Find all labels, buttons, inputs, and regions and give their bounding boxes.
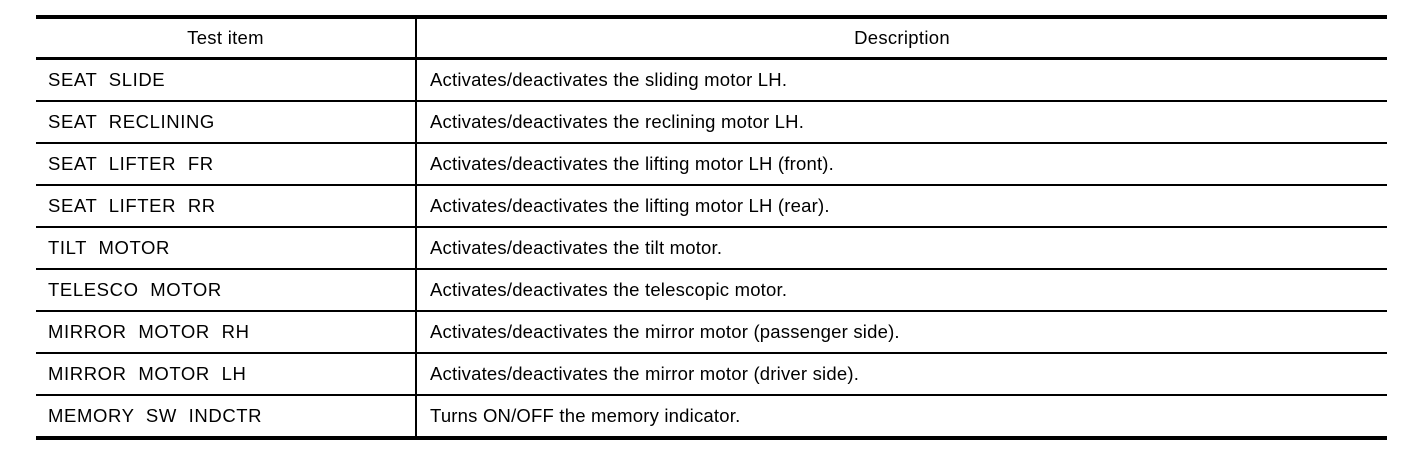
- table-row: MIRROR MOTOR LH Activates/deactivates th…: [36, 353, 1387, 396]
- table-row: TELESCO MOTOR Activates/deactivates the …: [36, 269, 1387, 312]
- table-row: SEAT SLIDE Activates/deactivates the sli…: [36, 58, 1387, 102]
- description-cell: Activates/deactivates the mirror motor (…: [416, 353, 1387, 396]
- table-row: SEAT RECLINING Activates/deactivates the…: [36, 101, 1387, 144]
- test-item-cell: SEAT RECLINING: [36, 101, 417, 144]
- table-header-row: Test item Description: [36, 17, 1387, 60]
- description-cell: Turns ON/OFF the memory indicator.: [430, 405, 741, 426]
- description-cell: Activates/deactivates the tilt motor.: [416, 227, 1387, 270]
- test-item-cell: MIRROR MOTOR LH: [36, 353, 417, 396]
- test-item-cell: SEAT LIFTER FR: [36, 143, 417, 186]
- test-item-cell: TELESCO MOTOR: [36, 269, 417, 312]
- table-row: SEAT LIFTER FR Activates/deactivates the…: [36, 143, 1387, 186]
- test-items-table: Test item Description SEAT SLIDE Activat…: [36, 15, 1387, 440]
- description-cell: Activates/deactivates the sliding motor …: [416, 58, 1387, 102]
- column-header-description: Description: [416, 17, 1387, 60]
- description-cell: Activates/deactivates the mirror motor (…: [416, 311, 1387, 354]
- test-item-cell: MIRROR MOTOR RH: [36, 311, 417, 354]
- description-cell: Activates/deactivates the lifting motor …: [416, 185, 1387, 228]
- table-row: SEAT LIFTER RR Activates/deactivates the…: [36, 185, 1387, 228]
- table-row: MIRROR MOTOR RH Activates/deactivates th…: [36, 311, 1387, 354]
- description-cell: Activates/deactivates the reclining moto…: [416, 101, 1387, 144]
- description-cell: Activates/deactivates the lifting motor …: [416, 143, 1387, 186]
- test-item-cell: SEAT LIFTER RR: [36, 185, 417, 228]
- test-item-cell: TILT MOTOR: [36, 227, 417, 270]
- test-item-cell: MEMORY SW INDCTR: [36, 395, 417, 438]
- table-row: MEMORY SW INDCTR Turns ON/OFF the memory…: [36, 395, 1387, 438]
- description-cell: Activates/deactivates the telescopic mot…: [416, 269, 1387, 312]
- test-table-body: SEAT SLIDE Activates/deactivates the sli…: [36, 58, 1387, 438]
- test-item-cell: SEAT SLIDE: [36, 58, 417, 102]
- table-row: TILT MOTOR Activates/deactivates the til…: [36, 227, 1387, 270]
- column-header-test-item: Test item: [36, 17, 417, 60]
